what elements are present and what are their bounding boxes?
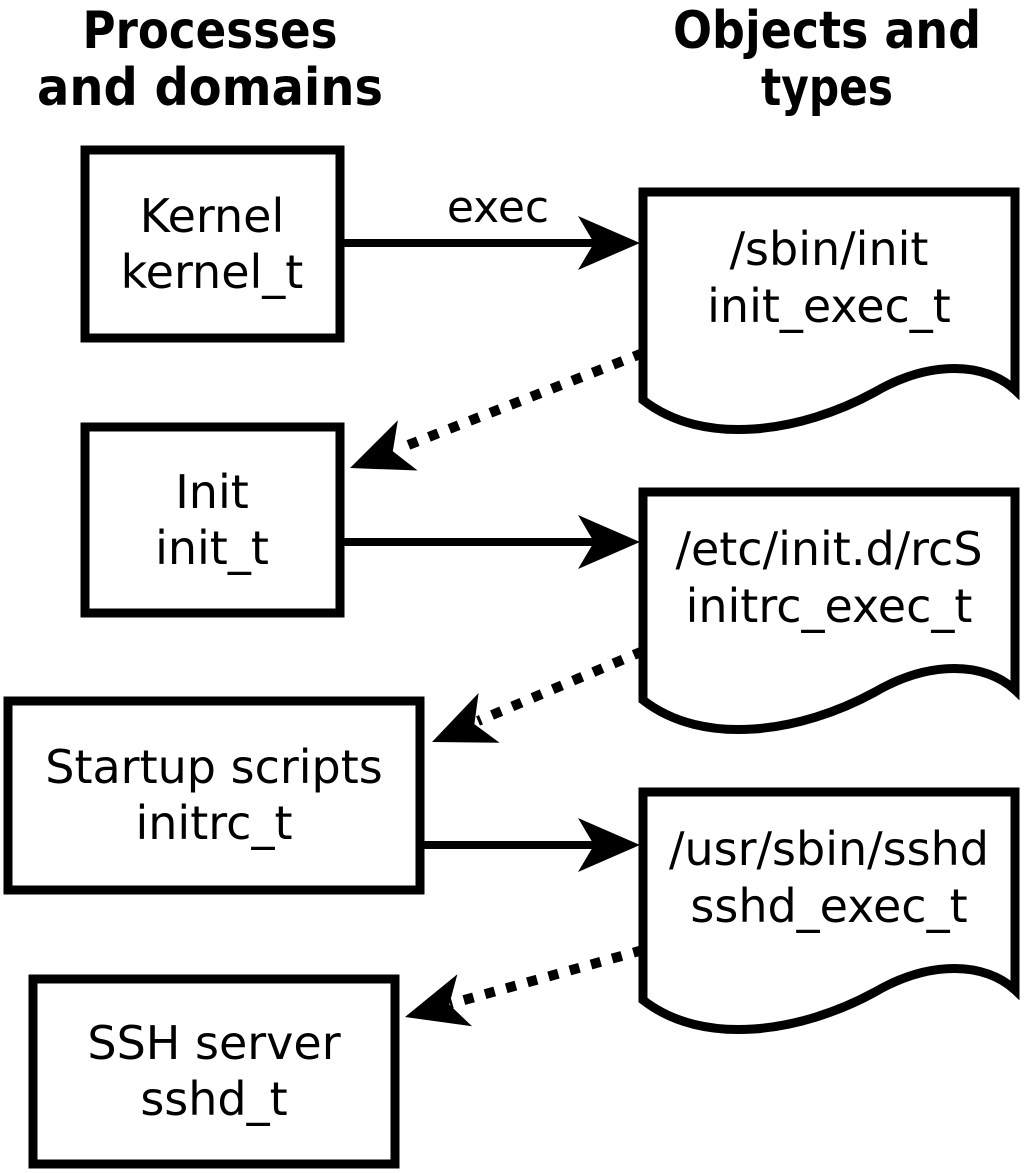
left-header-line1: Processes	[83, 1, 338, 61]
init-domain: init_t	[155, 521, 269, 575]
dotted-line	[476, 646, 645, 726]
arrowhead-icon	[578, 818, 640, 872]
object-doc-etc-initd-rcs: /etc/init.d/rcS initrc_exec_t	[638, 487, 1020, 734]
kernel-box-shape	[80, 145, 345, 343]
dotted-line	[396, 348, 645, 454]
arrowhead-icon	[578, 216, 640, 270]
startup-scripts-box-shape	[3, 696, 425, 895]
init-label: Init	[175, 465, 249, 519]
object-doc-usr-sbin-sshd: /usr/sbin/sshd sshd_exec_t	[638, 787, 1020, 1034]
right-header-line1: Objects and	[673, 1, 981, 61]
usr-sbin-sshd-type: sshd_exec_t	[690, 879, 967, 933]
etc-initd-rcs-type: initrc_exec_t	[686, 579, 973, 633]
dotted-arrow-sbin-init-to-init	[350, 348, 645, 471]
ssh-server-label: SSH server	[87, 1016, 340, 1070]
right-header-line2: types	[761, 58, 893, 118]
startup-scripts-domain: initrc_t	[136, 796, 293, 850]
arrowhead-icon	[578, 515, 640, 569]
object-doc-sbin-init: /sbin/init init_exec_t	[638, 187, 1020, 434]
usr-sbin-sshd-doc-shape	[638, 787, 1020, 1034]
arrow-init-to-rcs	[344, 515, 640, 569]
dotted-arrow-rcs-to-startup	[432, 646, 645, 743]
arrow-startup-to-sshd	[424, 818, 640, 872]
column-header-right: Objects and types	[673, 1, 981, 118]
kernel-label: Kernel	[140, 189, 285, 243]
arrow-kernel-to-sbin-init: exec	[344, 182, 640, 270]
kernel-domain: kernel_t	[121, 245, 304, 299]
sbin-init-type: init_exec_t	[707, 279, 951, 333]
process-box-startup-scripts: Startup scripts initrc_t	[3, 696, 425, 895]
usr-sbin-sshd-path: /usr/sbin/sshd	[669, 822, 989, 876]
process-box-kernel: Kernel kernel_t	[80, 145, 345, 343]
etc-initd-rcs-doc-shape	[638, 487, 1020, 734]
process-box-ssh-server: SSH server sshd_t	[28, 974, 400, 1169]
column-header-left: Processes and domains	[37, 1, 383, 118]
sbin-init-doc-shape	[638, 187, 1020, 434]
left-header-line2: and domains	[37, 58, 383, 118]
arrowhead-icon	[350, 420, 418, 471]
dotted-arrow-sshd-to-ssh-server	[405, 945, 645, 1027]
etc-initd-rcs-path: /etc/init.d/rcS	[675, 522, 982, 576]
sbin-init-path: /sbin/init	[730, 222, 929, 276]
startup-scripts-label: Startup scripts	[45, 740, 383, 794]
arrowhead-icon	[432, 693, 500, 743]
dotted-line	[448, 945, 645, 1009]
ssh-server-domain: sshd_t	[140, 1072, 287, 1126]
ssh-server-box-shape	[28, 974, 400, 1169]
exec-arrow-label: exec	[447, 182, 549, 233]
arrowhead-icon	[405, 974, 472, 1027]
init-box-shape	[80, 422, 345, 618]
process-box-init: Init init_t	[80, 422, 345, 618]
